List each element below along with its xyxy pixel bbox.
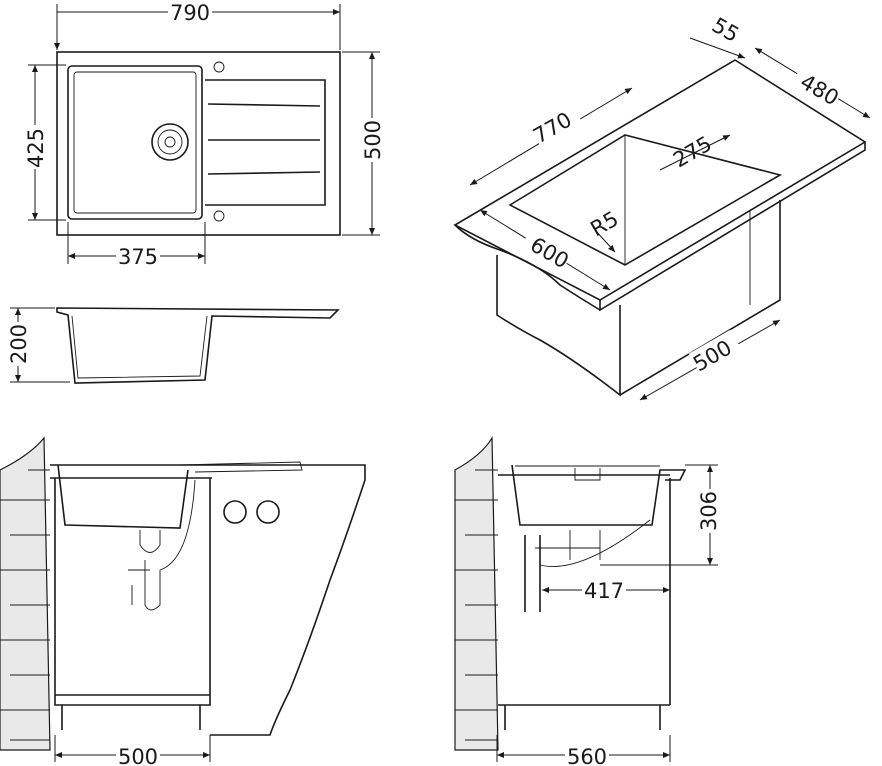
dim-height: 200 bbox=[7, 324, 31, 364]
hole-icon bbox=[256, 500, 280, 524]
dim-width: 790 bbox=[170, 1, 210, 25]
dim-bowl-depth: 425 bbox=[24, 128, 48, 168]
hole-icon bbox=[223, 500, 247, 524]
dim-radius: R5 bbox=[586, 207, 622, 242]
dim-offset: 417 bbox=[584, 579, 624, 603]
dim-overhang: 55 bbox=[708, 13, 743, 47]
dim-side-cabinet: 560 bbox=[567, 745, 607, 766]
dim-install-height: 306 bbox=[697, 491, 721, 531]
tap-hole-icon bbox=[213, 210, 225, 222]
dim-front-cabinet: 500 bbox=[118, 745, 158, 766]
dim-bowl: 275 bbox=[669, 132, 716, 173]
drain-icon bbox=[151, 123, 189, 161]
dim-depth: 500 bbox=[361, 120, 385, 160]
side-view: 200 bbox=[6, 307, 340, 384]
dim-bowl-width: 375 bbox=[118, 245, 158, 269]
top-view: 790 425 500 375 bbox=[24, 0, 385, 269]
front-install-view: 500 bbox=[0, 436, 366, 766]
side-install-view: 306 417 560 bbox=[454, 435, 721, 766]
isometric-view: 770 55 480 275 R5 600 500 bbox=[453, 13, 871, 401]
tap-hole-icon bbox=[213, 61, 225, 73]
